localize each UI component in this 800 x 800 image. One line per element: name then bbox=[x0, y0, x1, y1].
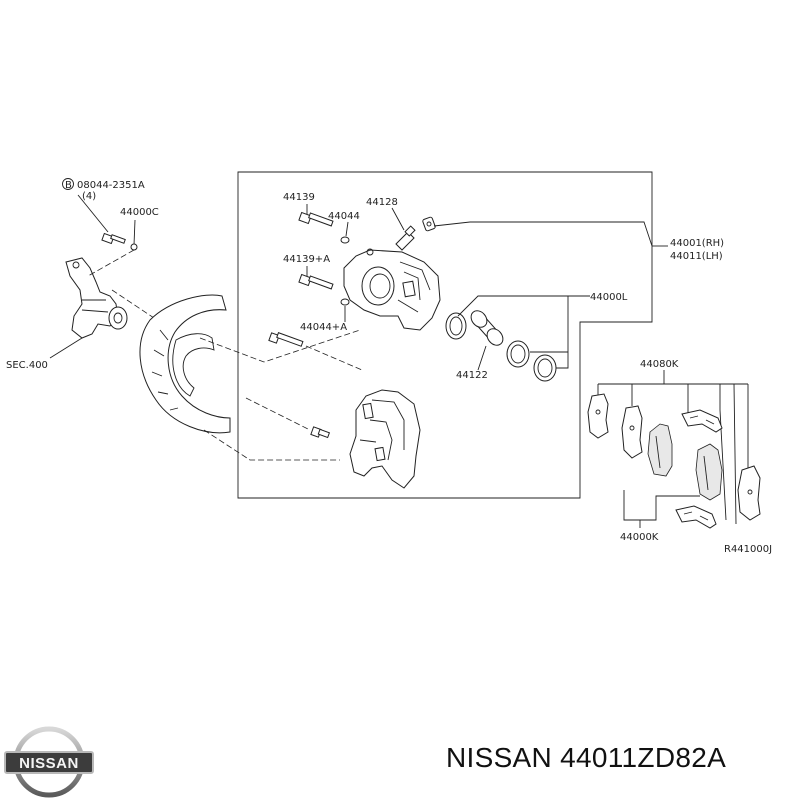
label-bolt-code: 08044-2351A bbox=[77, 180, 145, 191]
diagram-reference-code: R441000J bbox=[724, 544, 772, 555]
label-44080k: 44080K bbox=[640, 359, 679, 370]
dash-bolt-knuckle bbox=[87, 249, 135, 277]
mounting-bolt bbox=[101, 232, 126, 245]
logo-wordmark: NISSAN bbox=[19, 755, 79, 772]
label-bolt-qty: (4) bbox=[82, 191, 96, 202]
bushing-lower bbox=[340, 298, 350, 306]
lock-washer bbox=[130, 243, 138, 251]
pad-shim-outer-left bbox=[587, 393, 609, 439]
label-sec400: SEC.400 bbox=[6, 360, 48, 371]
piston-seal bbox=[445, 312, 467, 340]
caliper-assembly-frame bbox=[237, 171, 653, 499]
label-44044a: 44044+A bbox=[300, 322, 347, 333]
caliper-body bbox=[343, 248, 441, 331]
label-44122: 44122 bbox=[456, 370, 488, 381]
pad-retainer-clip-upper bbox=[681, 409, 723, 433]
bleeder-cap bbox=[422, 216, 436, 232]
bolt-code-marker-circle bbox=[62, 178, 74, 190]
leader-bolt bbox=[77, 194, 109, 233]
piston-seal-ring bbox=[533, 354, 557, 382]
bolt-code-marker: B bbox=[65, 180, 72, 191]
guide-pin-bolt-upper bbox=[298, 211, 334, 227]
leader-44000k bbox=[623, 490, 700, 521]
leader-44044 bbox=[345, 221, 349, 237]
bleeder-screw bbox=[395, 225, 416, 251]
label-44044: 44044 bbox=[328, 211, 360, 222]
leader-44000l-bracket bbox=[457, 295, 590, 369]
leader-44128 bbox=[391, 207, 405, 231]
dash-shield-bolt bbox=[199, 329, 361, 363]
label-44001: 44001(RH) bbox=[670, 238, 724, 249]
label-44000l: 44000L bbox=[590, 292, 628, 303]
torque-member-bolt-lower bbox=[310, 426, 331, 439]
brake-dust-shield bbox=[139, 294, 231, 434]
dash-bolt-bracket bbox=[305, 345, 363, 371]
brake-pad-right bbox=[695, 443, 723, 501]
part-number-title: NISSAN 44011ZD82A bbox=[446, 742, 727, 773]
label-44011: 44011(LH) bbox=[670, 251, 723, 262]
label-44139: 44139 bbox=[283, 192, 315, 203]
label-44139a: 44139+A bbox=[283, 254, 330, 265]
dash-shield-lower bbox=[203, 429, 340, 461]
label-44128: 44128 bbox=[366, 197, 398, 208]
torque-member bbox=[349, 389, 421, 489]
pad-retainer-clip-lower bbox=[675, 505, 717, 529]
torque-member-bolt-upper bbox=[268, 332, 304, 347]
brake-pad-left bbox=[647, 423, 673, 477]
label-44000k: 44000K bbox=[620, 532, 659, 543]
leader-sec400 bbox=[49, 337, 83, 359]
pad-shim-outer-right bbox=[737, 465, 761, 521]
caliper-piston bbox=[470, 310, 504, 346]
leader-44122 bbox=[477, 345, 487, 371]
leader-44000c bbox=[133, 219, 136, 246]
bushing-upper bbox=[340, 236, 350, 244]
guide-pin-bolt-lower bbox=[298, 273, 334, 290]
pad-shim-inner-left bbox=[621, 405, 643, 459]
piston-boot bbox=[506, 340, 530, 368]
dash-lower-bolt bbox=[245, 397, 311, 431]
steering-knuckle bbox=[65, 257, 128, 339]
leader-44080k-drops bbox=[597, 383, 749, 525]
label-44000c: 44000C bbox=[120, 207, 159, 218]
leader-44001 bbox=[433, 221, 653, 247]
nissan-logo: NISSAN bbox=[4, 726, 94, 798]
